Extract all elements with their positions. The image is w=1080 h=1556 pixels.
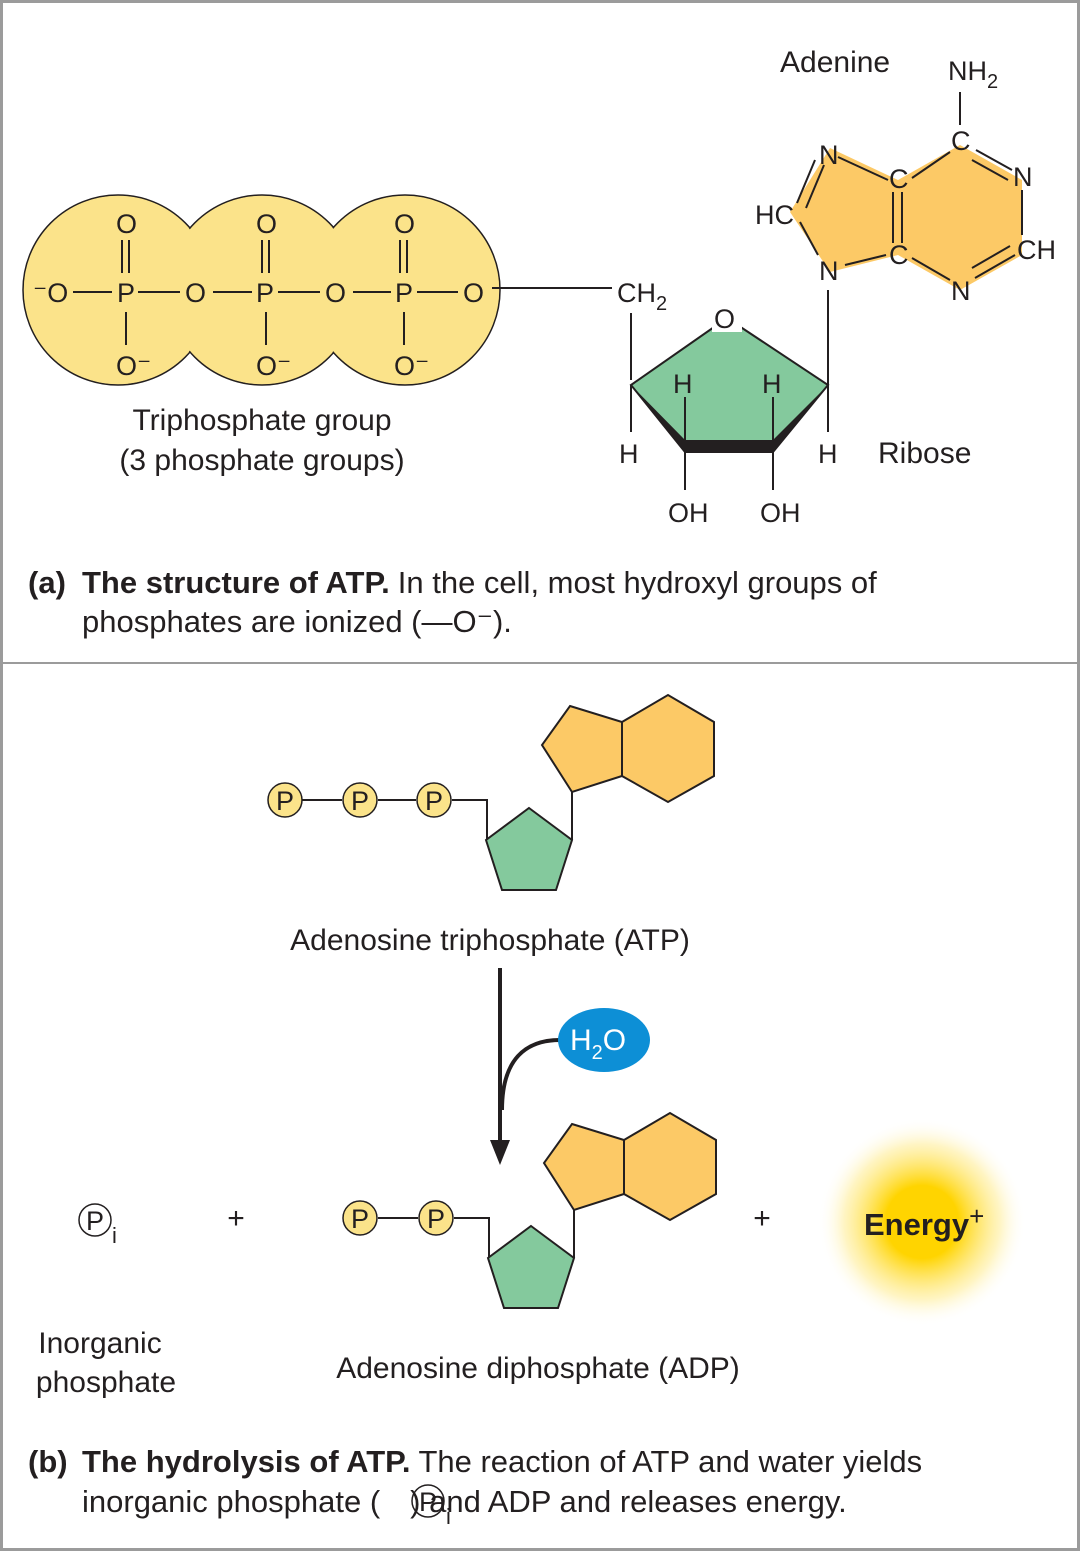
caption-b-tag: (b) — [28, 1444, 68, 1479]
ribose-o: O — [714, 304, 735, 334]
panel-b: P P P Adenosine triphosphate (ATP) H2O P… — [28, 693, 1026, 1529]
atom-p: P — [256, 278, 274, 308]
adenine-hexagon-icon — [621, 693, 715, 804]
adenine-n: N — [819, 256, 839, 286]
adenine-c: C — [889, 164, 909, 194]
adenine-hc: HC — [755, 200, 794, 230]
inorganic-phosphate-symbol: P i — [78, 1203, 117, 1248]
phosphate-p-icon — [418, 1200, 454, 1236]
plus-sign: + — [227, 1202, 245, 1235]
svg-text:Energy+: Energy+ — [864, 1201, 984, 1242]
energy-glow: Energy+ — [818, 1118, 1026, 1326]
svg-text:i: i — [112, 1223, 117, 1248]
atom-minus-o: ⁻O — [33, 278, 68, 308]
adenine-rings — [790, 92, 1023, 290]
adenine-atoms: NH2 C N C N HC C CH N N — [755, 56, 1056, 306]
ribose-pentagon-icon — [486, 1224, 576, 1309]
phosphate-atoms: ⁻O P O P O P O O O O O⁻ O⁻ O⁻ — [33, 209, 484, 381]
svg-text:CH2: CH2 — [617, 278, 667, 315]
ribose-h: H — [818, 439, 838, 469]
atom-o: O — [116, 209, 137, 239]
atom-o: O — [256, 209, 277, 239]
hydrolysis-arrow — [490, 968, 561, 1165]
adenine-label: Adenine — [780, 46, 890, 79]
triphosphate-blob — [22, 194, 501, 386]
atom-p: P — [117, 278, 135, 308]
ribose-oh: OH — [760, 498, 801, 528]
svg-text:NH2: NH2 — [948, 56, 998, 93]
ribose-h: H — [762, 369, 782, 399]
adp-schematic: P P — [342, 1111, 717, 1309]
ribose-ring: O H H H H OH OH — [619, 290, 838, 528]
water-molecule: H2O — [558, 1008, 650, 1072]
ribose-h: H — [619, 439, 639, 469]
ribose-h: H — [673, 369, 693, 399]
adenine-c: C — [951, 126, 971, 156]
adenine-n: N — [819, 140, 839, 170]
atp-schematic: P P P — [267, 693, 715, 891]
adenine-hexagon-icon — [623, 1111, 717, 1222]
plus-sign: + — [753, 1202, 771, 1235]
atom-o: O — [185, 278, 206, 308]
ch2-base: CH — [617, 278, 656, 308]
caption-b-line2: inorganic phosphate () and ADP and relea… — [82, 1484, 847, 1519]
caption-a-line2: phosphates are ionized (—O⁻). — [82, 604, 512, 639]
svg-text:H2O: H2O — [570, 1024, 626, 1064]
ribose-oh: OH — [668, 498, 709, 528]
svg-text:P: P — [419, 1487, 437, 1517]
svg-text:P: P — [425, 786, 443, 816]
caption-b-line1: The hydrolysis of ATP.The reaction of AT… — [82, 1444, 922, 1479]
phosphate-p-icon — [267, 782, 303, 818]
phosphate-p-icon — [342, 1200, 378, 1236]
svg-text:P: P — [351, 1204, 369, 1234]
ribose-label: Ribose — [878, 437, 971, 470]
atom-o: O — [325, 278, 346, 308]
phosphate-bonds — [73, 240, 612, 345]
adenine-n: N — [1013, 162, 1033, 192]
adp-label: Adenosine diphosphate (ADP) — [336, 1352, 740, 1385]
svg-text:P: P — [86, 1206, 104, 1236]
caption-a-tag: (a) — [28, 565, 66, 600]
atom-o: O — [463, 278, 484, 308]
phosphate-p-icon — [416, 782, 452, 818]
adenine-ch: CH — [1017, 235, 1056, 265]
atom-o-minus: O⁻ — [394, 351, 429, 381]
atom-o: O — [394, 209, 415, 239]
atom-o-minus: O⁻ — [116, 351, 151, 381]
ribose-pentagon-icon — [484, 806, 574, 891]
adenine-n: N — [951, 276, 971, 306]
atom-p: P — [395, 278, 413, 308]
atom-o-minus: O⁻ — [256, 351, 291, 381]
inorganic-sublabel: phosphate — [36, 1366, 176, 1399]
caption-a-line1: The structure of ATP.In the cell, most h… — [82, 565, 877, 600]
svg-text:P: P — [427, 1204, 445, 1234]
svg-text:P: P — [276, 786, 294, 816]
adenine-c: C — [889, 240, 909, 270]
inorganic-label: Inorganic — [38, 1327, 161, 1360]
svg-text:P: P — [351, 786, 369, 816]
adenine-pentagon-icon — [542, 1122, 625, 1212]
panel-a: ⁻O P O P O P O O O O O⁻ O⁻ O⁻ Triphospha… — [22, 46, 1056, 639]
caption-pi-symbol: P i — [411, 1484, 451, 1529]
atp-label: Adenosine triphosphate (ATP) — [290, 924, 690, 957]
phosphate-p-icon — [342, 782, 378, 818]
ch2-group: CH2 — [617, 278, 667, 380]
ch2-sub: 2 — [656, 293, 667, 315]
triphosphate-sublabel: (3 phosphate groups) — [119, 444, 404, 477]
triphosphate-label: Triphosphate group — [132, 404, 391, 437]
adenine-pentagon-icon — [540, 704, 623, 794]
svg-text:i: i — [446, 1504, 451, 1529]
